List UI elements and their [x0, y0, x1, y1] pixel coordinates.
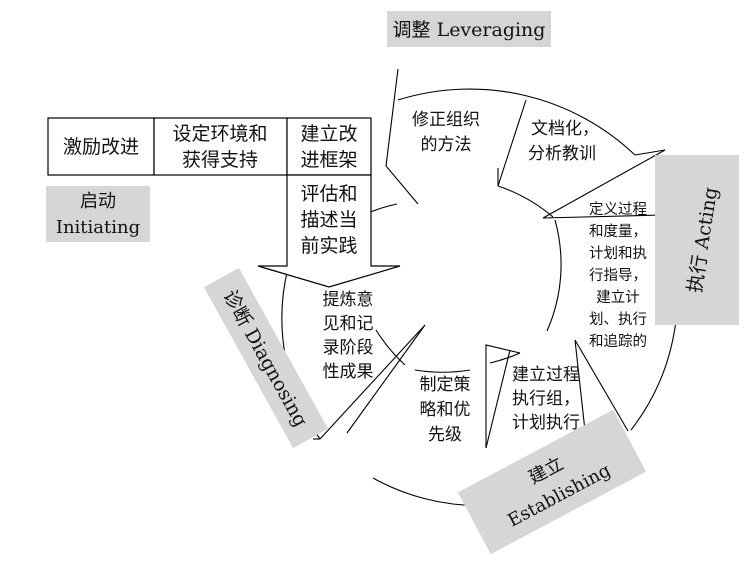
step-revise: 修正组织 的方法: [412, 110, 480, 155]
svg-text:修正组织: 修正组织: [412, 110, 480, 130]
step-infrastructure-line1: 建立改: [300, 123, 357, 145]
svg-text:分析教训: 分析教训: [528, 144, 596, 164]
phase-label-acting: [655, 155, 739, 325]
svg-text:建立计: 建立计: [596, 289, 640, 306]
phase-label-initiating: 启动 Initiating: [46, 186, 150, 242]
svg-text:录阶段: 录阶段: [323, 338, 374, 358]
step-box-context: [153, 117, 288, 176]
step-priorities: 制定策 略和优 先级: [420, 375, 471, 445]
step-box-motivate: [47, 117, 155, 176]
phase-label-leveraging: 调整 Leveraging: [387, 11, 551, 47]
step-infrastructure-line2: 进框架: [300, 149, 357, 171]
svg-text:和追踪的: 和追踪的: [589, 333, 647, 350]
svg-text:诊断 Diagnosing: 诊断 Diagnosing: [218, 286, 311, 430]
step-context-line2: 获得支持: [182, 149, 258, 171]
step-document: 文档化， 分析教训: [528, 119, 599, 164]
step-box-characterize: [257, 174, 401, 288]
svg-text:Initiating: Initiating: [56, 217, 140, 238]
step-team: 建立过程 执行组， 计划执行: [512, 365, 580, 433]
svg-text:性成果: 性成果: [323, 362, 374, 382]
svg-text:计划和执: 计划和执: [589, 245, 647, 262]
step-characterize-line1: 评估和: [300, 183, 357, 205]
svg-text:的方法: 的方法: [421, 135, 472, 155]
step-plan-actions: 定义过程 和度量， 计划和执 行指导， 建立计 划、执行 和追踪的: [589, 201, 647, 350]
svg-text:建立过程: 建立过程: [512, 365, 580, 385]
svg-text:划、执行: 划、执行: [589, 311, 647, 328]
initiating-steps: 激励改进 设定环境和 获得支持 建立改 进框架 评估和 描述当 前实践: [47, 117, 401, 288]
svg-text:提炼意: 提炼意: [323, 290, 374, 310]
svg-text:调整 Leveraging: 调整 Leveraging: [393, 19, 546, 41]
svg-text:和度量，: 和度量，: [589, 223, 647, 240]
svg-text:执行组，: 执行组，: [512, 389, 580, 409]
step-context-line1: 设定环境和: [172, 123, 267, 145]
svg-text:启动: 启动: [80, 191, 116, 212]
step-characterize-line2: 描述当: [300, 209, 357, 231]
step-box-infrastructure: [286, 117, 372, 176]
svg-text:行指导，: 行指导，: [589, 267, 647, 284]
step-recommendations: 提炼意 见和记 录阶段 性成果: [323, 290, 374, 382]
step-characterize-line3: 前实践: [300, 235, 357, 257]
svg-text:见和记: 见和记: [323, 314, 374, 334]
svg-text:计划执行: 计划执行: [512, 413, 580, 433]
phase-label-diagnosing: 诊断 Diagnosing: [203, 267, 329, 449]
cycle-ring: [281, 68, 679, 507]
svg-text:定义过程: 定义过程: [589, 201, 647, 218]
svg-text:文档化，: 文档化，: [531, 119, 599, 139]
svg-text:略和优: 略和优: [420, 400, 471, 420]
svg-text:先级: 先级: [428, 425, 462, 445]
svg-text:制定策: 制定策: [420, 375, 471, 395]
step-motivate: 激励改进: [63, 136, 139, 158]
phase-label-establishing: 建立 Establishing: [457, 409, 647, 555]
